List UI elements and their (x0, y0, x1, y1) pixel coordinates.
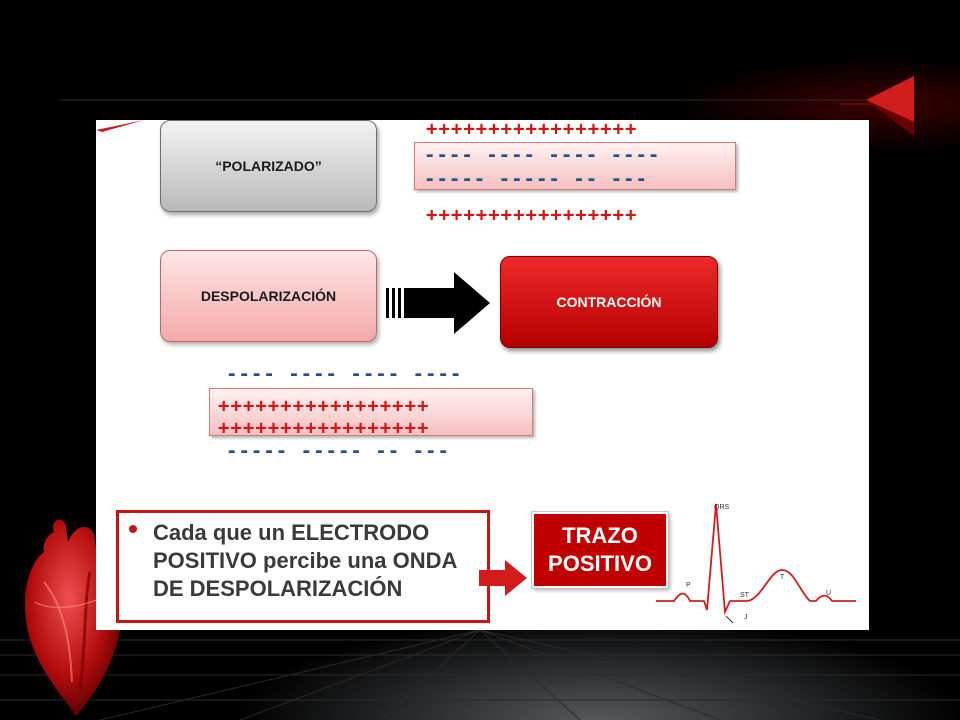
corner-swoosh-decoration (96, 120, 144, 132)
depolarized-membrane-band (209, 388, 533, 436)
trazo-positivo-box: TRAZO POSITIVO (531, 511, 669, 589)
bullet-dot (129, 525, 137, 533)
charge-row-plus: +++++++++++++++++ (426, 120, 638, 140)
slide: “POLARIZADO” +++++++++++++++++ ---- ----… (96, 120, 869, 630)
ecg-label-t: T (780, 574, 785, 581)
ecg-label-p: P (686, 582, 691, 589)
charge-row-minus: ---- ---- ---- ---- (424, 144, 661, 166)
ecg-label-u: U (826, 590, 832, 597)
ecg-waveform (656, 503, 856, 623)
polarizado-label: “POLARIZADO” (215, 158, 322, 174)
charge-row-plus: +++++++++++++++++ (426, 204, 638, 226)
bullet-box: Cada que un ELECTRODO POSITIVO percibe u… (116, 510, 490, 623)
contraccion-box: CONTRACCIÓN (500, 256, 718, 348)
ecg-label-j: J (744, 614, 748, 621)
charge-row-plus: +++++++++++++++++ (218, 417, 430, 439)
corner-triangle-icon (866, 76, 914, 136)
trazo-line2: POSITIVO (548, 551, 652, 576)
trazo-line1: TRAZO (562, 523, 638, 548)
polarizado-box: “POLARIZADO” (160, 120, 377, 212)
charge-row-minus: ----- ----- -- --- (226, 440, 450, 462)
polarized-membrane-band (414, 142, 736, 190)
charge-row-minus: ----- ----- -- --- (424, 168, 648, 190)
arrow-right-icon (386, 272, 490, 334)
charge-row-minus: ---- ---- ---- ---- (226, 363, 463, 385)
charge-row-plus: +++++++++++++++++ (218, 395, 430, 417)
ecg-label-st: ST (740, 592, 749, 599)
ecg-label-qrs: QRS (714, 504, 730, 511)
red-arrow-icon (479, 560, 527, 596)
despolarizacion-label: DESPOLARIZACIÓN (200, 288, 337, 304)
despolarizacion-box: DESPOLARIZACIÓN (160, 250, 377, 342)
contraccion-label: CONTRACCIÓN (556, 294, 662, 310)
bullet-text: Cada que un ELECTRODO POSITIVO percibe u… (153, 520, 457, 601)
